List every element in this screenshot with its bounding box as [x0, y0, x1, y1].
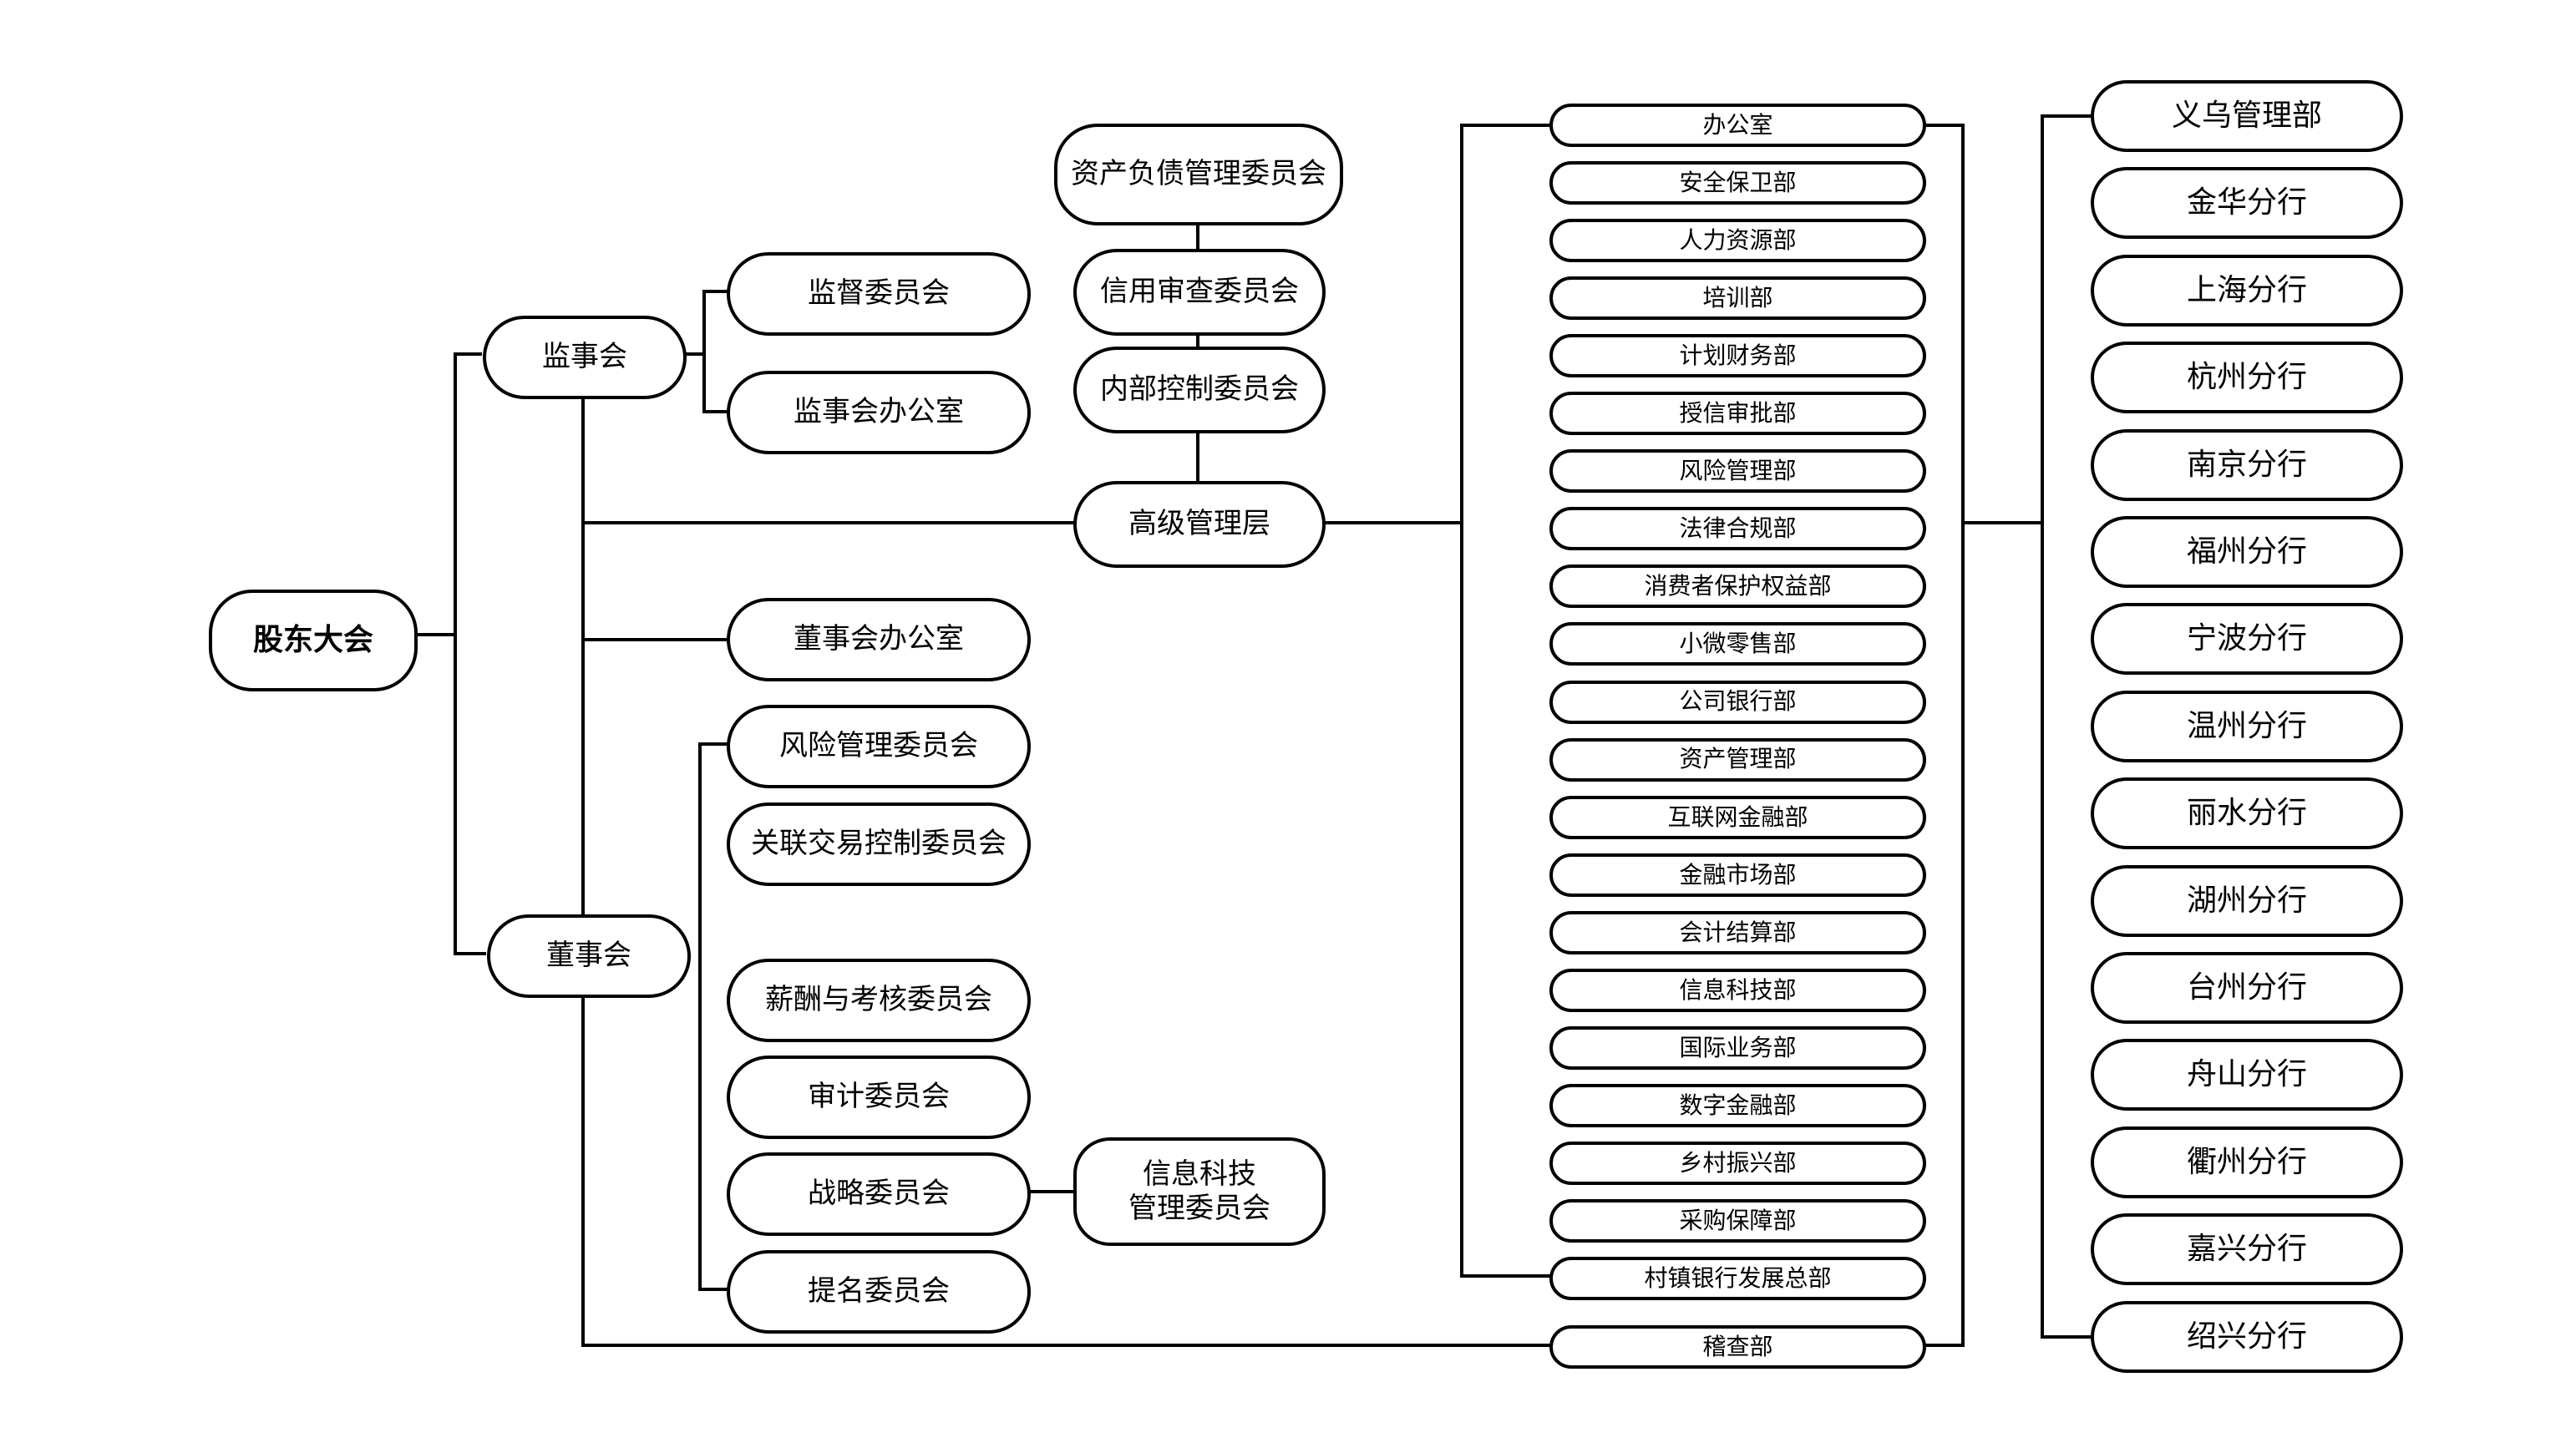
department-node: 人力资源部 — [1549, 219, 1926, 263]
department-node: 互联网金融部 — [1549, 795, 1926, 839]
department-node: 消费者保护权益部 — [1549, 565, 1926, 609]
department-node: 法律合规部 — [1549, 507, 1926, 551]
branch-node: 南京分行 — [2091, 428, 2403, 501]
department-node: 采购保障部 — [1549, 1198, 1926, 1243]
credit-review-committee-node: 信用审查委员会 — [1073, 249, 1326, 336]
branch-node: 义乌管理部 — [2091, 80, 2403, 152]
department-node: 小微零售部 — [1549, 622, 1926, 666]
branch-node: 嘉兴分行 — [2091, 1213, 2403, 1286]
board-of-directors-node: 董事会 — [487, 914, 691, 998]
department-node: 授信审批部 — [1549, 392, 1926, 436]
branch-node: 台州分行 — [2091, 952, 2403, 1024]
department-node: 资产管理部 — [1549, 737, 1926, 782]
audit-department-node: 稽查部 — [1549, 1325, 1926, 1369]
department-node: 安全保卫部 — [1549, 161, 1926, 205]
supervisory-office-node: 监事会办公室 — [727, 371, 1031, 454]
branch-node: 绍兴分行 — [2091, 1300, 2403, 1373]
board-committee-node: 提名委员会 — [727, 1250, 1031, 1334]
department-node: 公司银行部 — [1549, 680, 1926, 724]
internal-control-committee-node: 内部控制委员会 — [1073, 347, 1326, 433]
branch-node: 宁波分行 — [2091, 603, 2403, 676]
board-committee-node: 薪酬与考核委员会 — [727, 959, 1031, 1042]
branch-node: 温州分行 — [2091, 690, 2403, 762]
department-node: 国际业务部 — [1549, 1025, 1926, 1070]
board-committee-node: 战略委员会 — [727, 1152, 1031, 1236]
department-node: 风险管理部 — [1549, 449, 1926, 494]
supervision-committee-node: 监督委员会 — [727, 252, 1031, 336]
shareholders-meeting-node: 股东大会 — [209, 590, 418, 691]
branch-node: 上海分行 — [2091, 254, 2403, 327]
it-management-committee-node: 信息科技 管理委员会 — [1073, 1137, 1326, 1246]
branch-node: 湖州分行 — [2091, 864, 2403, 937]
board-committee-node: 审计委员会 — [727, 1056, 1031, 1139]
senior-management-node: 高级管理层 — [1073, 481, 1326, 568]
department-node: 办公室 — [1549, 104, 1926, 147]
department-node: 信息科技部 — [1549, 968, 1926, 1012]
department-node: 培训部 — [1549, 276, 1926, 321]
department-node: 金融市场部 — [1549, 853, 1926, 897]
department-node: 计划财务部 — [1549, 334, 1926, 378]
supervisory-board-node: 监事会 — [483, 316, 687, 399]
board-committee-node: 风险管理委员会 — [727, 705, 1031, 788]
department-node: 会计结算部 — [1549, 910, 1926, 954]
branch-node: 舟山分行 — [2091, 1039, 2403, 1111]
branch-node: 丽水分行 — [2091, 777, 2403, 850]
branch-node: 杭州分行 — [2091, 342, 2403, 414]
department-node: 乡村振兴部 — [1549, 1141, 1926, 1185]
board-committee-node: 关联交易控制委员会 — [727, 802, 1031, 886]
department-node: 数字金融部 — [1549, 1083, 1926, 1127]
branch-node: 福州分行 — [2091, 516, 2403, 588]
department-node: 村镇银行发展总部 — [1549, 1257, 1926, 1300]
branch-node: 金华分行 — [2091, 167, 2403, 240]
asset-liability-committee-node: 资产负债管理委员会 — [1054, 124, 1343, 225]
branch-node: 衢州分行 — [2091, 1126, 2403, 1198]
board-office-node: 董事会办公室 — [727, 598, 1031, 681]
